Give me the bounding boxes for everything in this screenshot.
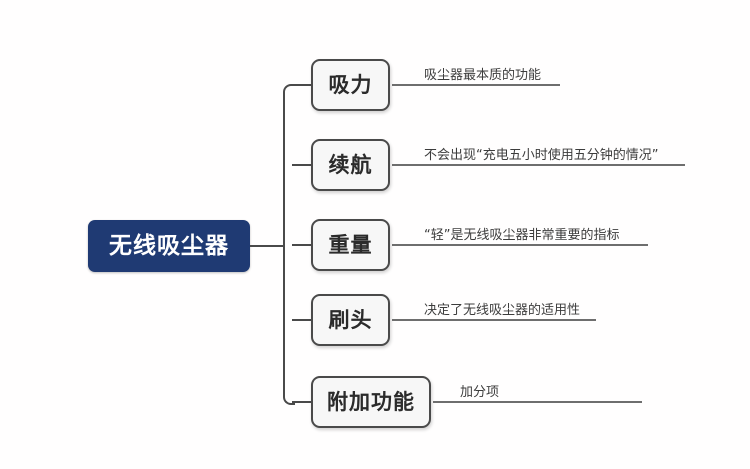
branch-node-4[interactable]: 刷头 [311, 294, 390, 346]
branch-connector-stub [292, 319, 312, 321]
connector-root-stem [250, 245, 284, 247]
root-node-label: 无线吸尘器 [109, 232, 229, 259]
branch-description-text: 加分项 [460, 385, 500, 400]
branch-description-text: 吸尘器最本质的功能 [424, 68, 542, 83]
branch-connector-stub [292, 84, 312, 86]
root-node-wireless-vacuum[interactable]: 无线吸尘器 [88, 220, 250, 272]
branch-description-underline [433, 401, 642, 403]
connector-corner-bottom-icon [283, 393, 295, 405]
branch-node-label: 续航 [328, 152, 373, 177]
connector-corner-top-icon [283, 84, 295, 96]
branch-node-3[interactable]: 重量 [311, 219, 390, 271]
connector-trunk-vertical [283, 93, 285, 395]
branch-description-underline [392, 84, 560, 86]
branch-description-text: 决定了无线吸尘器的适用性 [424, 303, 581, 318]
branch-node-label: 附加功能 [327, 389, 415, 414]
branch-description-underline [392, 244, 648, 246]
branch-node-label: 刷头 [328, 307, 373, 332]
branch-description-text: 不会出现“充电五小时使用五分钟的情况” [424, 148, 659, 163]
branch-description-underline [392, 319, 596, 321]
branch-description-underline [392, 164, 685, 166]
branch-connector-stub [292, 244, 312, 246]
branch-node-label: 吸力 [328, 72, 373, 97]
branch-connector-stub [292, 401, 312, 403]
branch-node-label: 重量 [328, 232, 373, 257]
branch-node-1[interactable]: 吸力 [311, 59, 390, 111]
branch-node-2[interactable]: 续航 [311, 139, 390, 191]
branch-node-5[interactable]: 附加功能 [311, 376, 431, 428]
branch-description-text: “轻”是无线吸尘器非常重要的指标 [424, 228, 620, 243]
branch-connector-stub [292, 164, 312, 166]
